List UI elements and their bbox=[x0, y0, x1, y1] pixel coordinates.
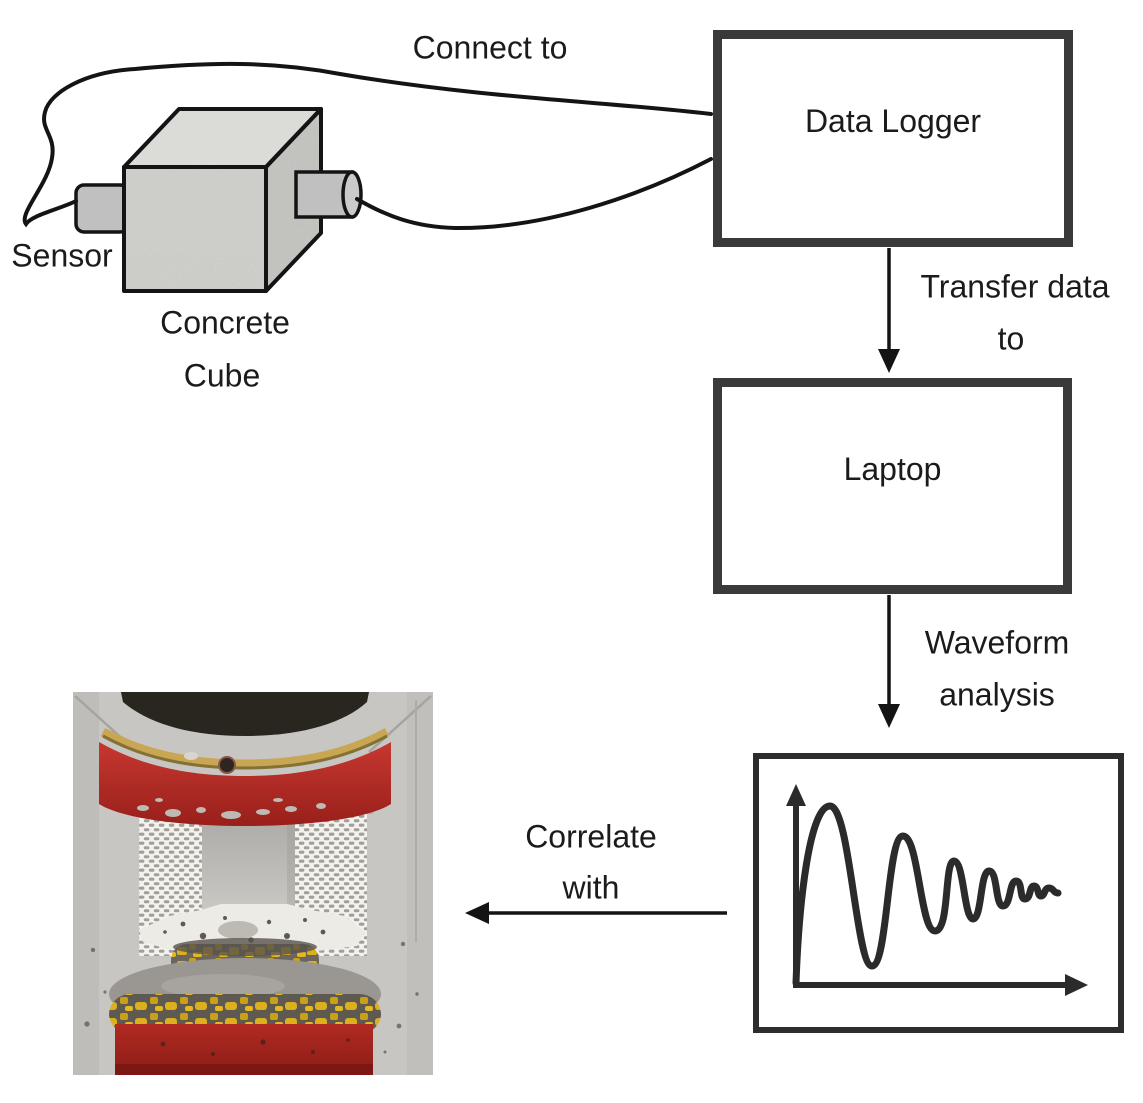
waveform-chart-icon bbox=[786, 784, 1088, 996]
concrete-cube-label-line2: Cube bbox=[183, 357, 261, 394]
waveform-analysis-label-line2: analysis bbox=[939, 676, 1055, 713]
data-logger-label: Data Logger bbox=[804, 103, 982, 139]
red-base bbox=[115, 1024, 373, 1075]
upper-dome bbox=[121, 692, 369, 736]
drum-hole bbox=[218, 756, 236, 774]
concrete-cube bbox=[122, 107, 323, 293]
sensor-label: Sensor bbox=[11, 237, 113, 274]
sensor-wires bbox=[22, 61, 713, 231]
right-sensor-wire bbox=[355, 157, 713, 231]
bottom-disc bbox=[109, 958, 381, 1034]
arrow-waveform bbox=[878, 595, 900, 728]
transfer-data-label-line1: Transfer data bbox=[920, 268, 1110, 305]
arrow-transfer bbox=[878, 248, 900, 373]
right-sensor bbox=[294, 170, 363, 219]
compression-test-photo bbox=[73, 692, 433, 1075]
laptop-box: Laptop bbox=[713, 378, 1072, 594]
red-drum bbox=[99, 742, 391, 826]
gold-ring bbox=[100, 728, 390, 770]
left-sensor-wire bbox=[22, 61, 713, 228]
waveform-chart-box bbox=[753, 753, 1124, 1033]
base-speckles bbox=[160, 1038, 350, 1056]
connect-to-label: Connect to bbox=[412, 29, 568, 66]
concrete-cube-label-line1: Concrete bbox=[160, 304, 290, 341]
wall-speckles bbox=[84, 941, 419, 1054]
drum-chips bbox=[137, 798, 326, 819]
drum-paint-chip bbox=[184, 752, 198, 760]
compression-test-scene bbox=[73, 692, 433, 1075]
laptop-label: Laptop bbox=[843, 451, 942, 487]
left-sensor bbox=[74, 183, 130, 234]
arrow-correlate bbox=[465, 902, 727, 924]
data-logger-box: Data Logger bbox=[713, 30, 1073, 247]
damped-wave-curve bbox=[792, 802, 1062, 987]
transfer-data-label-line2: to bbox=[997, 320, 1025, 357]
waveform-analysis-label-line1: Waveform bbox=[924, 624, 1070, 661]
correlate-with-label-line1: Correlate bbox=[525, 818, 657, 855]
correlate-with-label-line2: with bbox=[562, 869, 620, 906]
